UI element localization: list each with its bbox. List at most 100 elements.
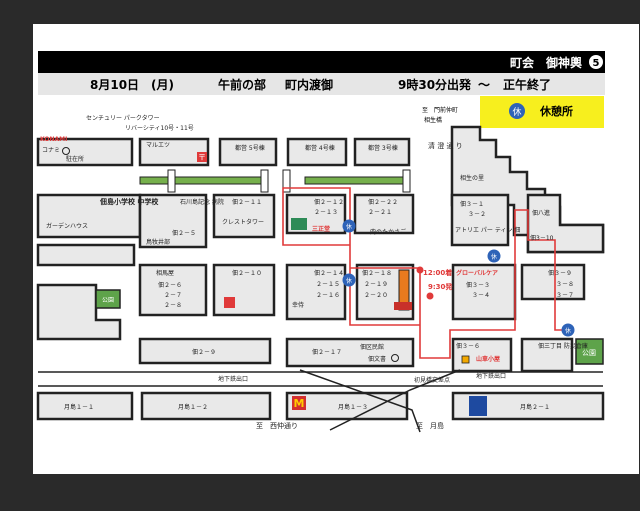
block-crest [212, 193, 276, 239]
road-diagonal-2 [299, 369, 421, 433]
block-aioiya [138, 263, 208, 317]
store-logo-familymart [291, 218, 307, 230]
label-tsuku38: ３－８ [556, 281, 574, 288]
label-tsuku212: 佃２－１２ [314, 198, 344, 206]
label-tsuku216: ２－１６ [316, 292, 340, 299]
bridge-mark-3 [282, 169, 291, 193]
block-toei3 [353, 137, 411, 167]
label-tsuku34: ３－４ [472, 292, 490, 299]
label-konami: KONAMI [40, 136, 67, 143]
bridge-mark-4 [402, 169, 411, 193]
block-hatchou [526, 193, 605, 254]
route-segment-west [282, 187, 420, 326]
label-tsuku25-sub: 鳥牧井部 [146, 238, 170, 246]
block-marue [138, 137, 210, 167]
label-tsukishima11: 月島１－１ [64, 403, 94, 411]
procession-route [282, 187, 568, 359]
label-toei4: 都営 4号棟 [305, 144, 335, 152]
label-tsukishima13: 月島１－３ [338, 403, 368, 411]
route-start-dot [416, 266, 424, 274]
label-hatsumi: 初見橋交差点 [414, 376, 450, 384]
label-tsuku220: ２－２０ [364, 292, 388, 299]
block-toei4 [286, 137, 348, 167]
block-garden-lower [36, 243, 136, 267]
label-tsuku217: 佃２－１７ [312, 348, 342, 356]
number-badge [589, 55, 603, 69]
block-tsukishima11 [36, 391, 134, 421]
label-tsuku310: 佃3－10 [530, 234, 554, 242]
label-toei3: 都営 3号棟 [368, 144, 398, 152]
label-school: 佃島小学校 中学校 [99, 197, 159, 206]
label-riverside: リバーシティ10号・11号 [125, 125, 194, 132]
label-tsuku211: 佃２－１１ [232, 198, 262, 206]
rest-icon-3-text: 休 [491, 253, 497, 261]
label-tsuku28: ２－８ [164, 302, 182, 309]
label-chikatetsu-2: 地下鉄出口 [476, 372, 506, 380]
label-yamagoya: 山車小屋 [476, 355, 500, 363]
rest-icon-3 [487, 249, 501, 263]
label-marue: マルエツ [146, 142, 170, 149]
route-segment-east [419, 209, 568, 359]
label-central-park: センチュリー パークタワー [86, 114, 160, 122]
label-tsuku37: ３－７ [556, 292, 574, 299]
rest-legend-icon [509, 103, 525, 119]
post-office-glyph: 〒 [198, 153, 206, 162]
label-chikatetsu-1: 地下鉄出口 [218, 375, 248, 383]
subheader-bar [38, 73, 605, 95]
label-tsukuhall: 佃区民館 [360, 343, 384, 351]
rest-icon-4-text: 休 [565, 327, 571, 335]
event-session: 午前の部 [218, 77, 266, 92]
block-tsuku217 [285, 337, 415, 368]
store-logo-shield [469, 396, 487, 416]
mcdonalds-icon: M [294, 397, 305, 410]
block-tsuku39 [520, 263, 586, 301]
store-logo-seven [224, 297, 235, 308]
event-tilde: ～ [478, 78, 490, 92]
label-sanshoudo: 三正堂 [312, 225, 330, 233]
label-to-nishinaka: 至 西仲通り [256, 421, 298, 430]
label-aioi-sato: 相生の里 [460, 174, 484, 182]
rest-legend-icon-text: 休 [512, 106, 521, 118]
block-tsuku29 [138, 337, 272, 365]
label-tsuku27: ２－７ [164, 292, 182, 299]
block-tsuku33 [451, 263, 517, 321]
label-nikunotakasago: 肉のたかさご [370, 228, 406, 236]
store-logo-eneos [394, 302, 412, 310]
route-arrival-time: 12:00着 [423, 268, 452, 277]
block-tsuku31 [450, 193, 510, 247]
label-tsukishima12: 月島１－２ [178, 403, 208, 411]
event-name: 町内渡御 [285, 77, 333, 92]
block-tsuku222 [353, 193, 415, 235]
rest-legend-box [480, 96, 604, 128]
block-ishikawa [138, 193, 208, 249]
label-tsuku221: ２－２１ [368, 209, 392, 216]
label-tsuku219: ２－１９ [364, 281, 388, 288]
label-tsuku29: 佃２－９ [192, 348, 216, 356]
road-diagonal-1 [329, 369, 461, 431]
yamagoya-marker [461, 355, 470, 364]
label-tsuku39: 佃３－９ [548, 269, 572, 277]
park-right [575, 338, 604, 365]
hedge-strip-1 [174, 176, 262, 185]
event-start: 9時30分出発 [398, 77, 472, 92]
label-tsuku31: 佃３－１ [460, 200, 484, 208]
header-title: 町会 御神輿 [510, 55, 582, 70]
label-tsuku222: 佃２－２２ [368, 198, 398, 206]
post-symbol-icon [391, 354, 399, 362]
rest-legend-text: 休憩所 [539, 104, 573, 118]
block-tsukishima13 [285, 391, 409, 421]
block-school [36, 193, 142, 239]
label-tsuku33: 佃３－３ [466, 281, 490, 289]
block-tsukishima12 [140, 391, 272, 421]
label-atelier: アトリエ パー ティン 佃 [455, 226, 520, 234]
rest-icon-4 [561, 323, 575, 337]
label-aioibashi: 相生橋 [424, 116, 442, 124]
bridge-mark-1 [167, 169, 176, 193]
label-hatchou: 佃八進 [532, 209, 550, 217]
label-tsuku214: 佃２－１４ [314, 269, 344, 277]
park-right-label: 公園 [582, 349, 596, 357]
park-left [95, 289, 121, 309]
event-end: 正午終了 [503, 77, 551, 92]
label-crest: クレストタワー [222, 218, 264, 226]
